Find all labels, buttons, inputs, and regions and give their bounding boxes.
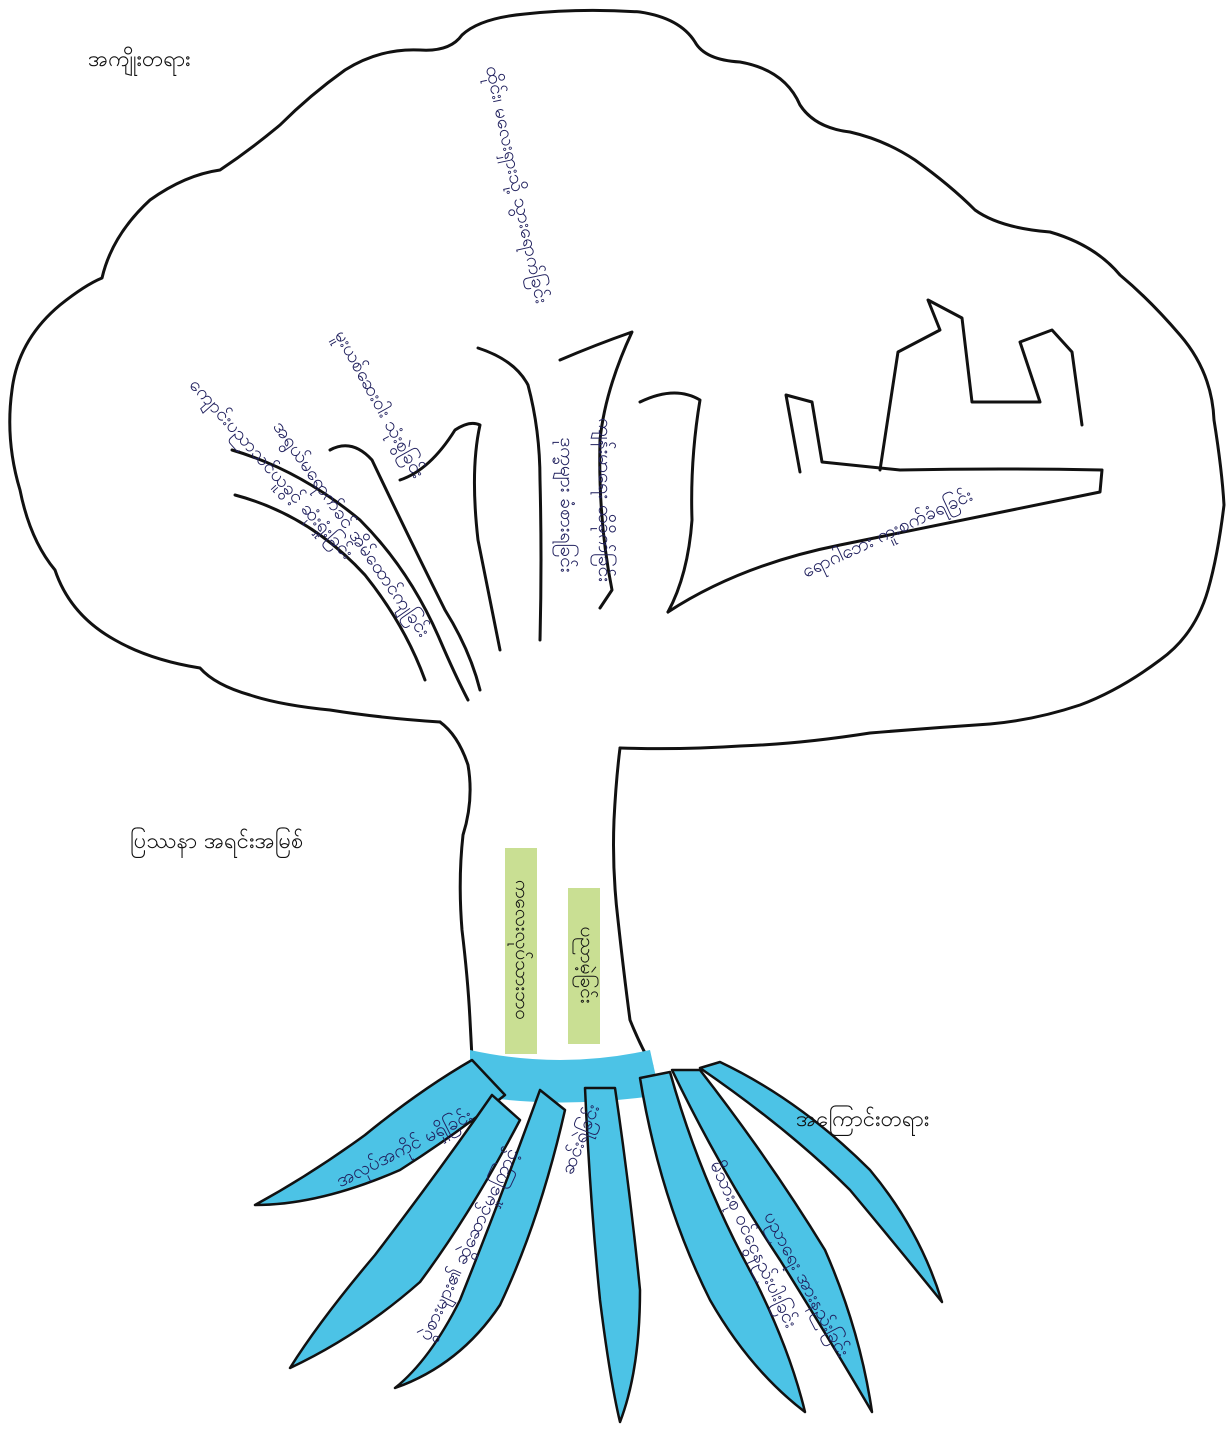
tree-trunk-right-edge	[614, 748, 653, 1066]
effect-note: ဒုက္ခများ ခံစားရခြင်း	[551, 437, 579, 572]
tree-canopy-outline	[10, 10, 1224, 748]
root-problem-note: ပညာမဲ့ခြင်း	[571, 926, 599, 1003]
causes-heading: အကြောင်းတရား	[796, 1104, 929, 1137]
effects-heading: အကျိုးတရား	[88, 44, 191, 77]
branch-right-twigs	[880, 300, 1082, 470]
root-problem-heading: ပြဿနာ အရင်းအမြစ်	[130, 826, 303, 859]
root-problem-note: ကလေးလုပ်သားဘဝ	[506, 880, 534, 1020]
branch-right-upper	[640, 393, 700, 612]
tree-trunk-left-edge	[440, 722, 472, 1058]
effect-note: ကျန်းမာရေး ထိခိုက်ခြင်း	[589, 418, 617, 582]
branch-center-left	[478, 348, 541, 640]
